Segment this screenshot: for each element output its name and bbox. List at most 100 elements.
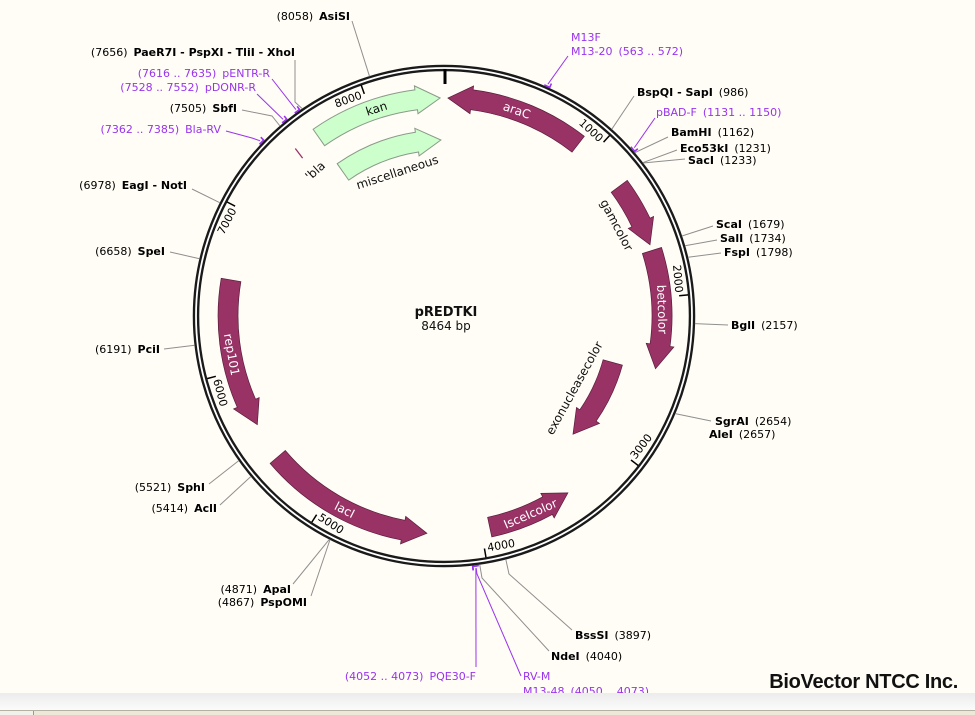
status-bar-left-panel — [0, 711, 33, 715]
site-name: AleI — [709, 428, 733, 441]
site-name: NdeI — [551, 650, 580, 663]
site-position: (1233) — [719, 154, 757, 167]
site-position: (2157) — [761, 319, 798, 332]
site-label-scai[interactable]: ScaI (1679) — [716, 218, 785, 231]
site-label-bsssi[interactable]: BssSI (3897) — [575, 629, 651, 642]
primer-label-pdonr-r[interactable]: (7528 .. 7552)pDONR-R — [120, 81, 256, 94]
feature-arrow-rep101[interactable] — [217, 277, 260, 426]
feature-fragment-bla[interactable] — [294, 148, 304, 159]
feature-label-kan[interactable]: kan — [364, 99, 389, 119]
site-position: (986) — [718, 86, 749, 99]
site-label-fspi[interactable]: FspI(1798) — [724, 246, 793, 259]
primer-site-bla-rv[interactable] — [258, 136, 265, 145]
site-name: AclI — [194, 502, 217, 515]
feature-arrow-miscellaneous[interactable] — [336, 127, 442, 181]
site-label-spei[interactable]: (6658)SpeI — [95, 245, 165, 258]
primer-site-pdonr-r[interactable] — [281, 115, 288, 124]
primer-name: M13F — [571, 31, 601, 44]
leader-line-bamhi — [634, 136, 669, 154]
leader-line-noti — [191, 188, 221, 204]
site-label-pcii[interactable]: (6191) PciI — [95, 343, 160, 356]
site-position: (5414) — [151, 502, 189, 515]
primer-name: Bla-RV — [185, 123, 221, 136]
primer-name: pENTR-R — [222, 67, 270, 80]
site-label-saci[interactable]: SacI (1233) — [688, 154, 757, 167]
leader-line-sali — [684, 239, 718, 247]
site-label-noti[interactable]: (6978)EagI - NotI — [79, 179, 187, 192]
site-name: PciI — [137, 343, 160, 356]
status-bar-separator — [33, 711, 34, 715]
site-label-sapi[interactable]: BspQI - SapI(986) — [637, 86, 748, 99]
primer-label-pentr-r[interactable]: (7616 .. 7635)pENTR-R — [138, 67, 270, 80]
site-label-eco53ki[interactable]: Eco53kI (1231) — [680, 142, 771, 155]
primer-label-pqe30-f[interactable]: (4052 .. 4073)PQE30-F — [345, 670, 476, 683]
plasmid-name: pREDTKI — [415, 305, 478, 320]
status-bar — [0, 693, 975, 715]
plasmid-size: 8464 bp — [421, 319, 471, 333]
primer-site-rv-m[interactable] — [471, 564, 479, 571]
site-label-ndei[interactable]: NdeI(4040) — [551, 650, 622, 663]
primer-site-pbad-f[interactable] — [630, 146, 639, 153]
site-label-alei[interactable]: AleI(2657) — [709, 428, 775, 441]
plasmid-map: 1000 2000 3000 4000 5000 6000 7000 8000 … — [163, 20, 729, 677]
feature-label-betcolor[interactable]: betcolor — [654, 285, 669, 335]
site-position: (1679) — [747, 218, 785, 231]
tick-mark — [360, 85, 366, 95]
site-label-sgrai[interactable]: SgrAI(2654) — [715, 415, 791, 428]
primer-label-bla-rv[interactable]: (7362 .. 7385)Bla-RV — [101, 123, 221, 136]
tick-label: 4000 — [486, 537, 516, 555]
feature-arrow-laci[interactable] — [269, 450, 428, 545]
site-label-pspomi[interactable]: (4867)PspOMI — [218, 596, 307, 609]
feature-label-bla[interactable]: 'bla — [302, 158, 327, 183]
feature-arrow-arac[interactable] — [447, 85, 585, 153]
site-label-asisi[interactable]: (8058)AsiSI — [277, 10, 350, 23]
primer-label-pbad-f[interactable]: pBAD-F(1131 .. 1150) — [656, 106, 781, 119]
site-label-xhoi[interactable]: (7656)PaeR7I - PspXI - TliI - XhoI — [91, 46, 295, 59]
leader-line-pcii — [163, 344, 195, 350]
leader-line-sphi — [208, 460, 240, 485]
leader-line-sbfi — [241, 109, 281, 127]
feature-arrow-exonucleasecolor[interactable] — [572, 359, 623, 435]
site-name: Eco53kI — [680, 142, 729, 155]
site-label-bgli[interactable]: BglI(2157) — [731, 319, 798, 332]
site-label-sphi[interactable]: (5521)SphI — [135, 481, 205, 494]
status-bar-background — [0, 693, 975, 710]
site-position: (1231) — [734, 142, 771, 155]
site-position: (3897) — [614, 629, 652, 642]
tick-mark — [226, 201, 236, 207]
site-name: ScaI — [716, 218, 742, 231]
site-label-bamhi[interactable]: BamHI(1162) — [671, 126, 754, 139]
primer-name: PQE30-F — [429, 670, 476, 683]
tick-label: 2000 — [670, 264, 685, 293]
site-label-apai[interactable]: (4871)ApaI — [221, 583, 291, 596]
site-name: BssSI — [575, 629, 609, 642]
site-position: (4871) — [220, 583, 258, 596]
feature-arrow-betcolor[interactable] — [641, 247, 675, 370]
feature-arrow-kan[interactable] — [312, 85, 442, 147]
backbone — [192, 64, 696, 568]
feature-arrow-iscei[interactable] — [487, 492, 569, 538]
primer-site-m13f[interactable] — [543, 83, 553, 89]
leader-line-bla-rv — [225, 130, 261, 142]
site-position: (1734) — [749, 232, 786, 245]
primer-alias-row: M13-20(563 .. 572) — [571, 45, 683, 59]
primer-range: (7528 .. 7552) — [120, 81, 199, 94]
leader-line-saci — [642, 158, 686, 164]
status-bar-right-panel — [34, 711, 975, 715]
leader-line-bsssi — [505, 559, 573, 631]
site-label-acli[interactable]: (5414) AclI — [152, 502, 217, 515]
site-name: SacI — [688, 154, 714, 167]
site-name: FspI — [724, 246, 751, 259]
site-position: (1162) — [717, 126, 755, 139]
leader-line-sapi — [611, 95, 635, 130]
feature-arrow-gamcolor[interactable] — [610, 179, 655, 246]
primer-site-pentr-r[interactable] — [294, 105, 301, 114]
leader-line-asisi — [351, 20, 370, 77]
site-position: (6191) — [94, 343, 132, 356]
leader-line-pdonr-r — [256, 93, 284, 120]
site-label-sali[interactable]: SalI(1734) — [720, 232, 786, 245]
site-name: PspOMI — [260, 596, 307, 609]
site-label-sbfi[interactable]: (7505)SbfI — [170, 102, 237, 115]
tick-mark — [311, 514, 318, 523]
